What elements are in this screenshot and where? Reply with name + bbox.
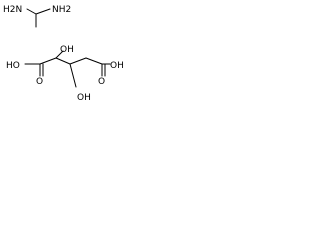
o-left-label: O <box>36 77 43 87</box>
ho-left-label: HO <box>6 61 20 71</box>
diamine-structure: H2N NH2 <box>3 5 71 28</box>
bond-c2-c3 <box>55 57 71 65</box>
amine-right-label: NH2 <box>52 5 71 15</box>
o-right-label: O <box>98 77 105 87</box>
bond-c1-c2 <box>39 57 57 65</box>
bond-amine-left <box>26 8 37 15</box>
bond-c4-c5 <box>85 57 103 65</box>
bond-c2-oh-top <box>55 50 64 59</box>
bond-c3-c4 <box>69 57 87 65</box>
oh-bottom-label: OH <box>77 93 91 103</box>
oh-right-label: OH <box>110 61 124 71</box>
tartaric-acid-structure: OH HO OH O O OH <box>6 45 124 103</box>
molecule-diagram: H2N NH2 OH HO OH O O OH <box>3 5 124 103</box>
bond-c3-oh-bottom <box>69 63 77 88</box>
oh-top-left-label: OH <box>60 45 74 55</box>
amine-left-label: H2N <box>3 5 22 15</box>
bond-amine-right <box>35 8 51 15</box>
